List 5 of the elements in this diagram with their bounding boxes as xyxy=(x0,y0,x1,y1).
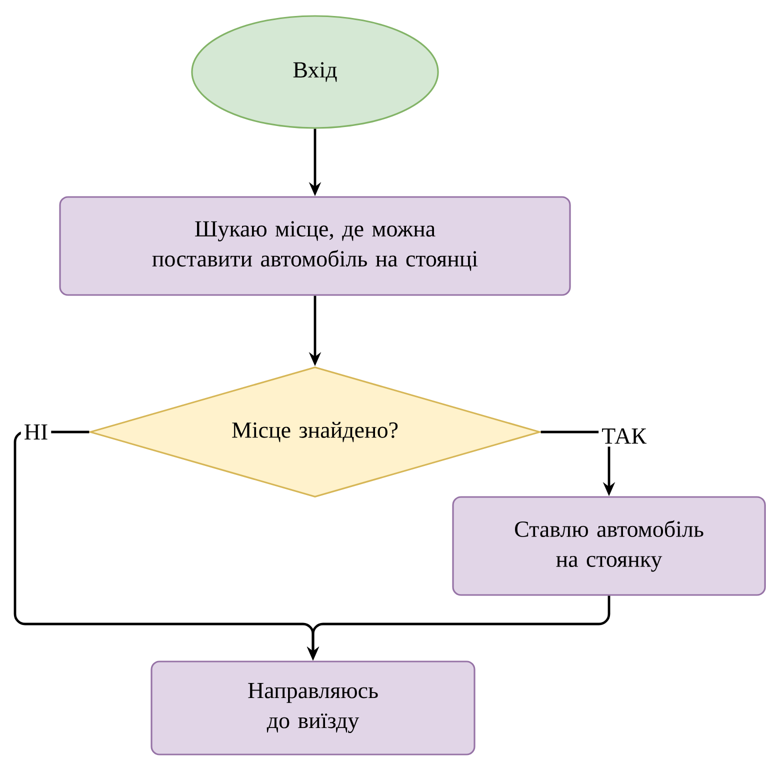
edge-label: НІ xyxy=(20,421,52,443)
edge-label: ТАК xyxy=(598,425,650,447)
process-box: Шукаю місце, де можна поставити автомобіль на стоянці xyxy=(59,196,571,296)
process-box: Ставлю автомобіль на стоянку xyxy=(452,496,766,596)
process-box: Направляюсь до виїзду xyxy=(150,660,476,756)
